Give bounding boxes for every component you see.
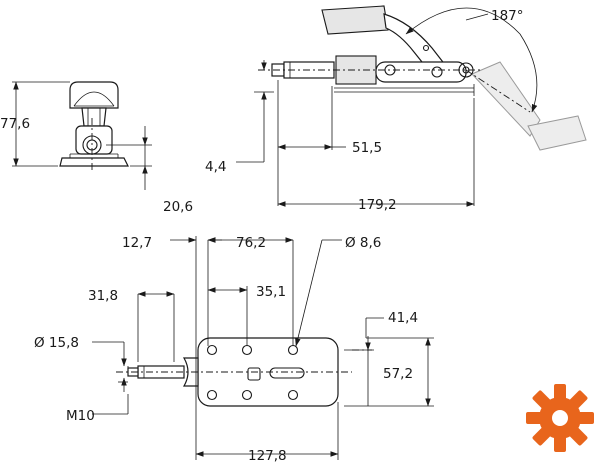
- dim-hole-spacing-short: 35,1: [256, 284, 286, 300]
- top-view: [92, 236, 434, 460]
- dim-side-height: 77,6: [0, 116, 30, 132]
- dim-hole-spacing-long: 76,2: [236, 235, 266, 251]
- dim-pin-offset: 12,7: [122, 235, 152, 251]
- gear-hole: [552, 410, 568, 426]
- dim-base-length: 127,8: [248, 448, 287, 464]
- dim-plunger-stroke: 51,5: [352, 140, 382, 156]
- dim-plunger-offset: 4,4: [205, 159, 226, 175]
- gear-tooth: [554, 384, 566, 400]
- gear-tooth: [526, 412, 542, 424]
- dim-overall-length: 179,2: [358, 197, 397, 213]
- dim-plunger-extension: 31,8: [88, 288, 118, 304]
- dim-base-width-offset: 41,4: [388, 310, 418, 326]
- dim-swing-angle: 187°: [491, 8, 524, 24]
- dim-side-base-offset: 20,6: [163, 199, 193, 215]
- side-view: [236, 5, 587, 207]
- dim-plunger-diameter: Ø 15,8: [34, 335, 79, 351]
- dim-base-width: 57,2: [383, 366, 413, 382]
- gear-tooth: [578, 412, 594, 424]
- gear-tooth: [554, 436, 566, 452]
- dim-hole-diameter: Ø 8,6: [345, 235, 381, 251]
- dim-thread: M10: [66, 408, 95, 424]
- gear-logo-icon: [526, 384, 594, 452]
- end-view: [12, 81, 152, 190]
